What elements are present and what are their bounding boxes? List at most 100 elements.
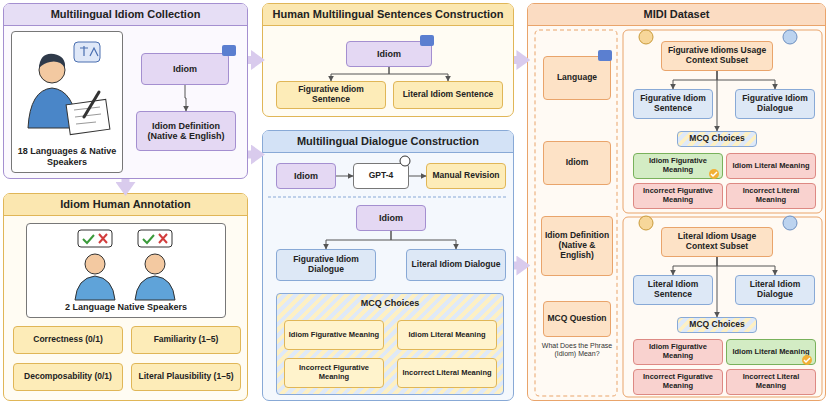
box-label: Idiom Definition (Native & English) — [139, 121, 233, 142]
box-label: GPT-4 — [356, 171, 406, 181]
choices-box: MCQ ChoicesIdiom Figurative MeaningIdiom… — [276, 293, 504, 395]
question-text: What Does the Phrase (Idiom) Mean? — [537, 342, 617, 358]
stage-arrow — [122, 179, 130, 186]
idiom-box: Idiom — [356, 205, 426, 231]
choice-box: Idiom Literal Meaning — [726, 339, 816, 365]
choice-box: Idiom Literal Meaning — [726, 153, 816, 179]
dialogue-box: Literal Idiom Dialogue — [735, 275, 815, 305]
box-label: Incorrect Literal Meaning — [729, 373, 813, 390]
idiom-box: Idiom — [346, 41, 432, 67]
field-box: MCQ QuestionWhat Does the Phrase (Idiom)… — [543, 301, 611, 337]
box-label: MCQ Choices — [680, 134, 754, 144]
panel-title: Multilingual Idiom Collection — [4, 4, 247, 26]
box-label: Idiom Figurative Meaning — [636, 157, 720, 174]
dialogue-box: Figurative Idiom Dialogue — [735, 89, 815, 119]
choice-box: Idiom Figurative Meaning — [633, 153, 723, 179]
annotator-box: 18 Languages & Native Speakers — [11, 31, 123, 173]
choice-box: Incorrect Literal Meaning — [726, 369, 816, 395]
stage-panel: MIDI DatasetLanguageIdiomIdiom Definitio… — [527, 3, 826, 401]
box-label: Incorrect Figurative Meaning — [636, 187, 720, 204]
choice-box: Incorrect Literal Meaning — [397, 358, 497, 388]
box-label: Figurative Idiom Sentence — [279, 85, 383, 105]
box-label: Literal Idiom Usage Context Subset — [664, 232, 770, 252]
stage-arrow — [248, 151, 255, 159]
idiom-box: Idiom — [276, 163, 336, 189]
box-label: 2 Language Native Speakers — [29, 302, 223, 312]
box-label: Idiom — [144, 64, 226, 74]
box-label: Incorrect Literal Meaning — [400, 369, 494, 378]
box-label: 18 Languages & Native Speakers — [14, 146, 120, 167]
box-label: Correctness (0/1) — [16, 335, 120, 345]
choices-box: MCQ Choices — [677, 317, 757, 333]
stage-panel: Multilingual Idiom Collection 18 Language… — [3, 3, 248, 179]
box-label: MCQ Question — [546, 314, 608, 324]
sentence-box: Figurative Idiom Sentence — [276, 81, 386, 109]
box-label: Idiom — [359, 213, 423, 223]
annotation-box: Decomposability (0/1) — [13, 363, 123, 391]
box-label: Manual Revision — [429, 171, 503, 181]
stage-panel: Human Multilingual Sentences Constructio… — [262, 3, 514, 117]
stage-arrow — [514, 262, 521, 270]
idiom-box: Idiom — [141, 53, 229, 85]
sentence-box: Literal Idiom Sentence — [633, 275, 713, 305]
annotator-box: 2 Language Native Speakers — [26, 223, 226, 318]
field-box: Language — [543, 56, 611, 100]
box-label: Literal Idiom Sentence — [396, 90, 500, 100]
choice-box: Incorrect Figurative Meaning — [284, 358, 384, 388]
stage-arrow — [514, 56, 521, 64]
box-label: Idiom Literal Meaning — [729, 162, 813, 171]
panel-title: Multilingual Dialogue Construction — [263, 131, 513, 153]
choice-box: Idiom Figurative Meaning — [633, 339, 723, 365]
field-box: Idiom Definition (Native & English) — [541, 216, 613, 276]
annotation-box: Familiarity (1–5) — [131, 326, 241, 354]
annotation-box: Correctness (0/1) — [13, 326, 123, 354]
panel-title: Idiom Human Annotation — [4, 194, 247, 216]
box-label: Incorrect Literal Meaning — [729, 187, 813, 204]
box-label: Figurative Idiom Dialogue — [738, 94, 812, 114]
stage-panel: Idiom Human Annotation 2 Language Native … — [3, 193, 248, 401]
subset-header: Figurative Idioms Usage Context Subset — [661, 41, 773, 71]
dialogue-box: Literal Idiom Dialogue — [406, 249, 506, 281]
choices-box: MCQ Choices — [677, 131, 757, 147]
annotation-box: Literal Plausibility (1–5) — [131, 363, 241, 391]
process-box: Manual Revision — [426, 163, 506, 189]
box-label: Idiom — [546, 158, 608, 168]
box-label: MCQ Choices — [680, 320, 754, 330]
box-label: Idiom Definition (Native & English) — [544, 231, 610, 260]
box-label: Incorrect Figurative Meaning — [636, 373, 720, 390]
choice-box: Incorrect Figurative Meaning — [633, 183, 723, 209]
box-label: Figurative Idiom Dialogue — [279, 255, 373, 275]
model-box: GPT-4 — [353, 163, 409, 189]
box-label: Figurative Idiom Sentence — [636, 94, 710, 114]
dialogue-box: Figurative Idiom Dialogue — [276, 249, 376, 281]
box-label: Idiom — [279, 171, 333, 181]
box-label: Idiom Literal Meaning — [400, 331, 494, 340]
box-label: Figurative Idioms Usage Context Subset — [664, 46, 770, 66]
box-label: Familiarity (1–5) — [134, 335, 238, 345]
box-label: Literal Idiom Dialogue — [738, 280, 812, 300]
panel-title: MIDI Dataset — [528, 4, 825, 26]
box-label: Incorrect Figurative Meaning — [287, 364, 381, 381]
stage-panel: Multilingual Dialogue ConstructionIdiom G… — [262, 130, 514, 401]
box-label: Idiom — [349, 49, 429, 59]
box-label: Idiom Figurative Meaning — [636, 343, 720, 360]
box-label: Literal Idiom Sentence — [636, 280, 710, 300]
choice-box: Idiom Figurative Meaning — [284, 320, 384, 350]
box-label: Literal Idiom Dialogue — [409, 260, 503, 270]
choice-box: Idiom Literal Meaning — [397, 320, 497, 350]
choice-box: Incorrect Figurative Meaning — [633, 369, 723, 395]
subset-header: Literal Idiom Usage Context Subset — [661, 227, 773, 257]
sentence-box: Figurative Idiom Sentence — [633, 89, 713, 119]
box-label: Idiom Figurative Meaning — [287, 331, 381, 340]
box-label: Language — [546, 73, 608, 83]
stage-arrow — [248, 56, 255, 64]
panel-title: Human Multilingual Sentences Constructio… — [263, 4, 513, 26]
box-label: Decomposability (0/1) — [16, 372, 120, 382]
choice-box: Incorrect Literal Meaning — [726, 183, 816, 209]
sentence-box: Literal Idiom Sentence — [393, 81, 503, 109]
box-label: Literal Plausibility (1–5) — [134, 372, 238, 382]
field-box: Idiom — [543, 141, 611, 185]
box-label: Idiom Literal Meaning — [729, 348, 813, 357]
definition-box: Idiom Definition (Native & English) — [136, 111, 236, 151]
